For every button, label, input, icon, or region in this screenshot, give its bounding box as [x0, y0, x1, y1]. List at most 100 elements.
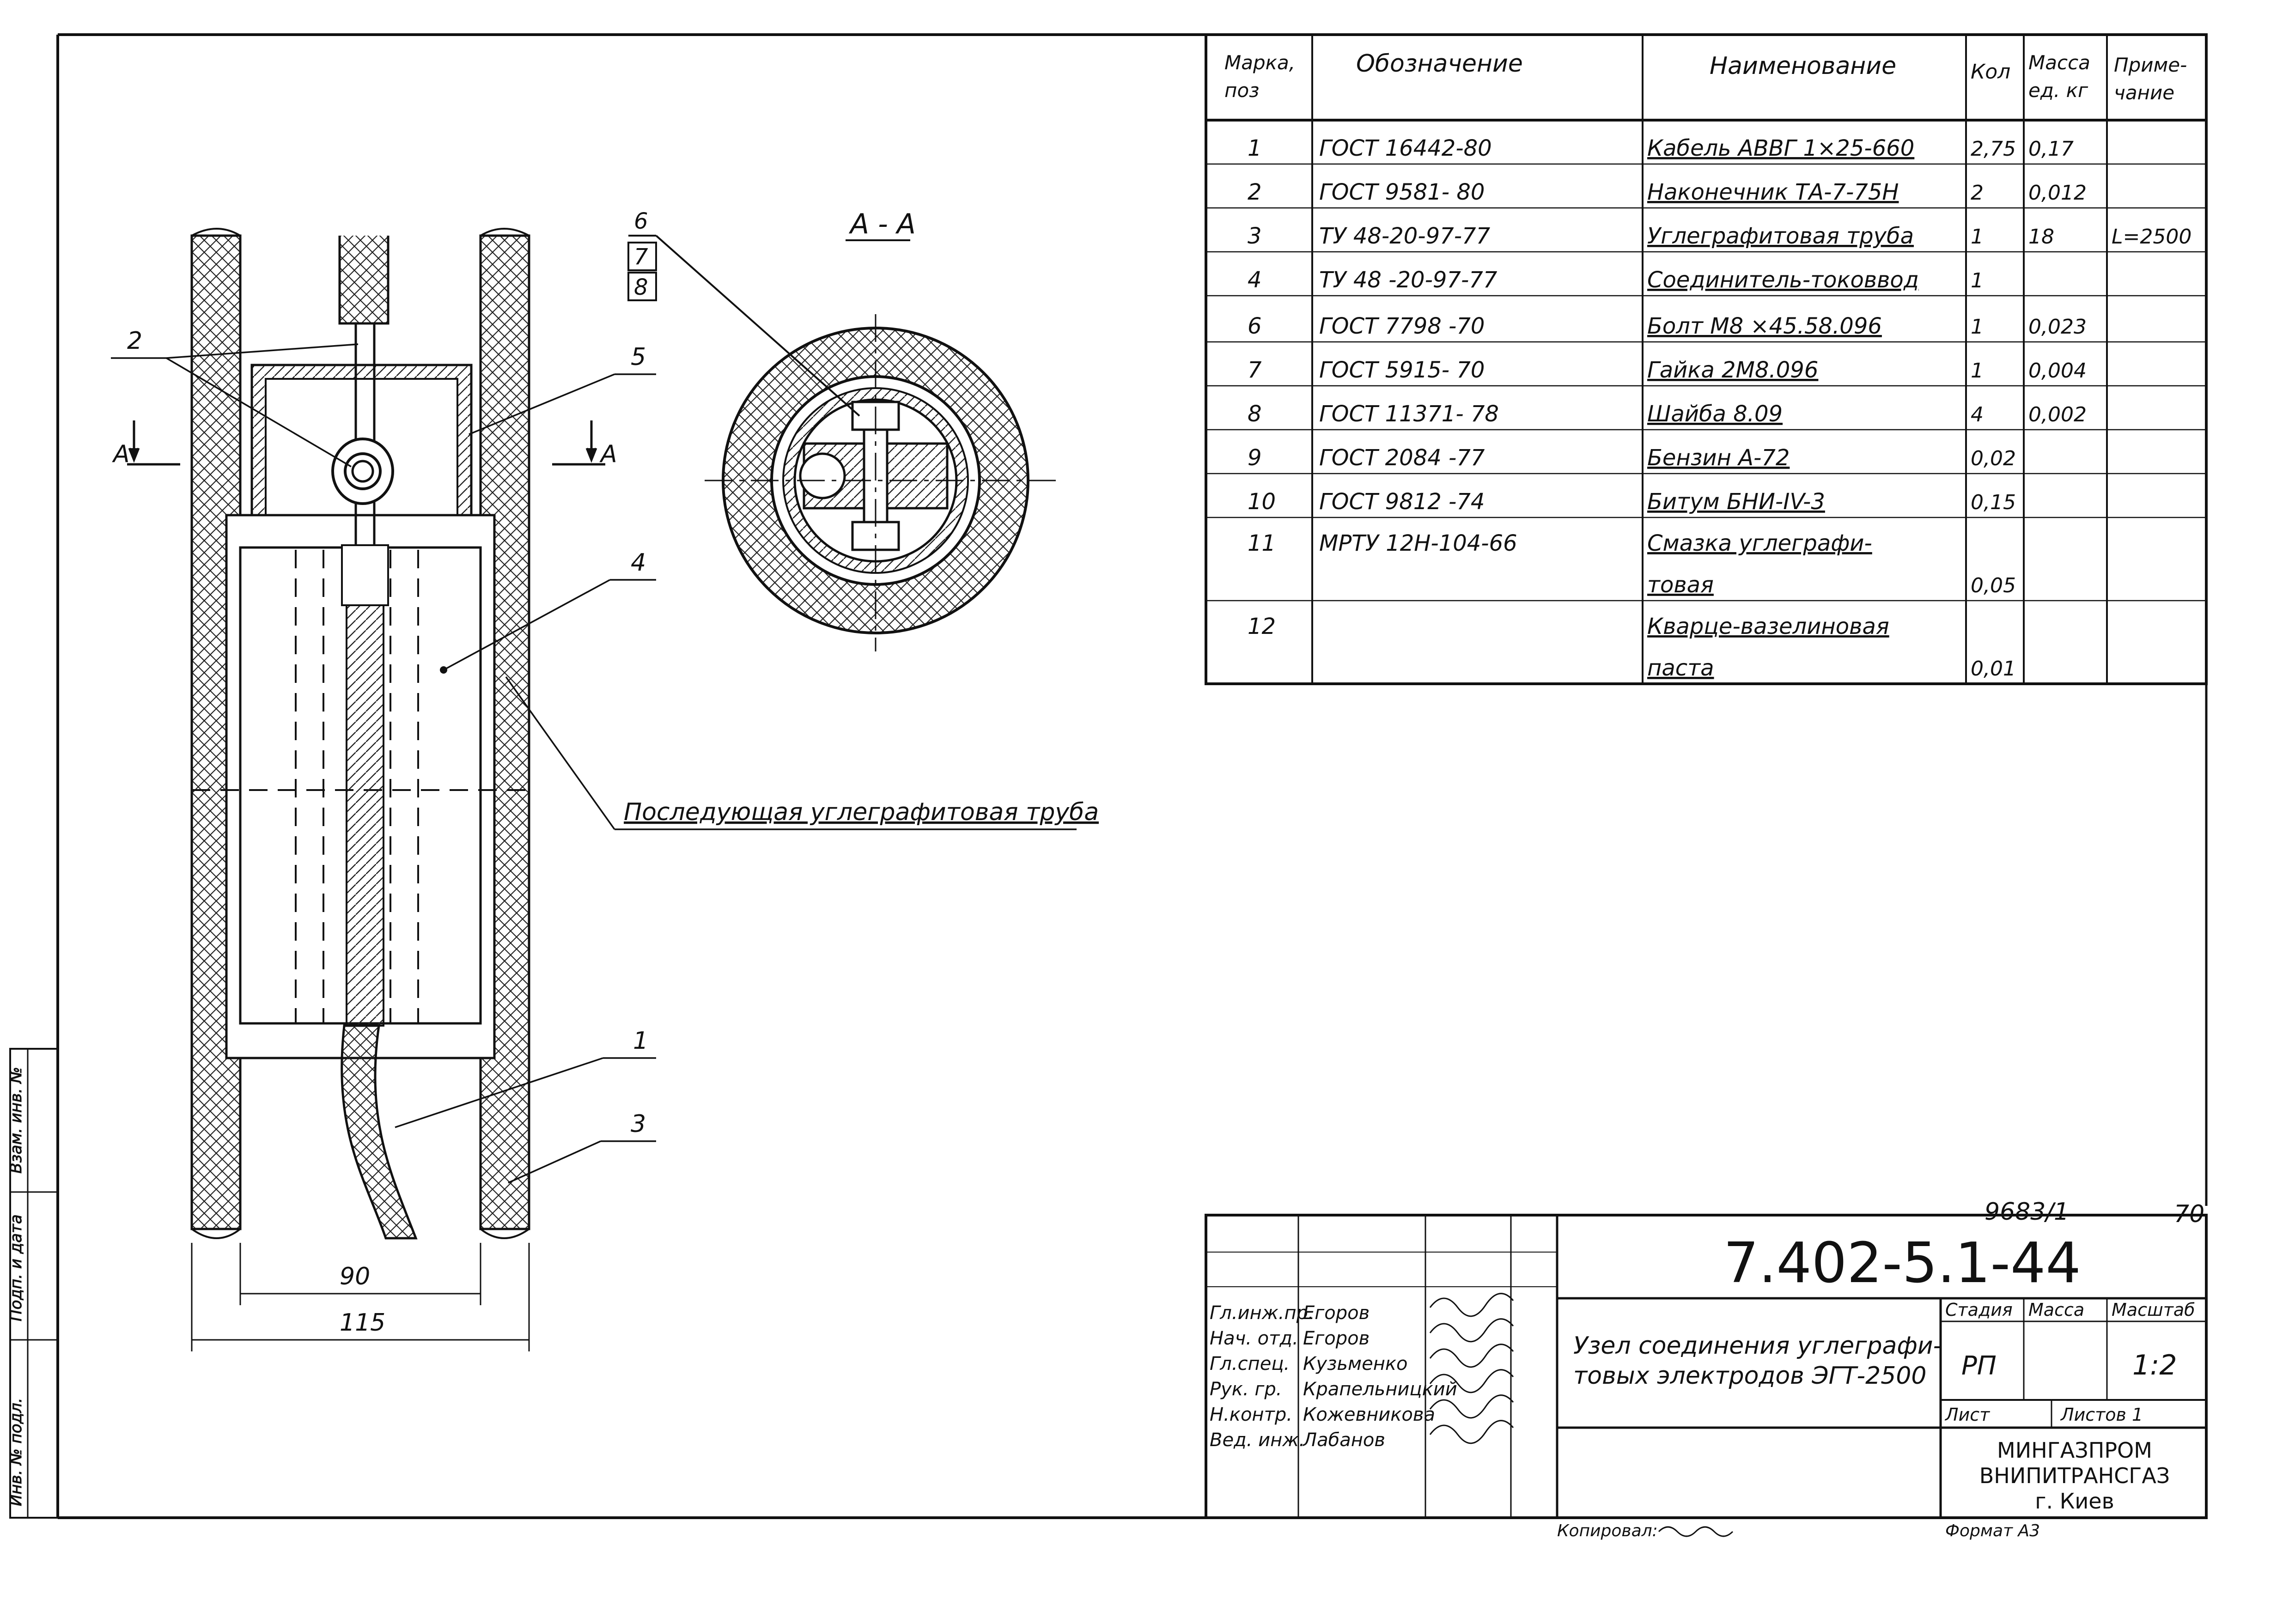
hdr-designation: Обозначение: [1356, 50, 1523, 78]
stamp-replace: Взам. инв. №: [7, 1067, 25, 1174]
spec-pos: 11: [1248, 530, 1276, 556]
dim-inner: 90: [340, 1263, 370, 1290]
hdr-mark-2: поз: [1224, 79, 1260, 102]
spec-pos: 1: [1248, 135, 1262, 161]
spec-pos: 10: [1248, 489, 1276, 515]
title-block-text: 9683/1 70 7.402-5.1-44 Узел соединения у…: [1557, 1198, 2204, 1540]
doc-number: 7.402-5.1-44: [1723, 1231, 2081, 1296]
spec-qty: 0,15: [1971, 491, 2016, 514]
spec-qty: 4: [1971, 403, 1984, 426]
spec-name: Гайка 2М8.096: [1647, 357, 1818, 383]
title-block: [1205, 1214, 2208, 1519]
spec-name: Бензин А-72: [1647, 445, 1790, 471]
org-line-1: МИНГАЗПРОМ: [1997, 1438, 2152, 1463]
stamp-sign-date: Подп. и дата: [7, 1214, 25, 1321]
copied-by: Копировал:: [1557, 1521, 1658, 1540]
spec-mass: 0,002: [2028, 403, 2087, 426]
spec-qty: 1: [1971, 225, 1984, 249]
title-line-2: товых электродов ЭГТ-2500: [1573, 1362, 1927, 1390]
title-line-1: Узел соединения углеграфи-: [1573, 1332, 1942, 1360]
section-title: А - А: [848, 208, 916, 240]
spec-name: Кабель АВВГ 1×25-660: [1647, 135, 1914, 161]
hdr-mass-1: Масса: [2028, 51, 2090, 74]
person-name: Лабанов: [1302, 1429, 1385, 1451]
spec-pos: 7: [1248, 357, 1262, 383]
spec-mass: 0,004: [2028, 359, 2087, 383]
mass-label: Масса: [2028, 1300, 2084, 1320]
spec-mass: 0,012: [2028, 181, 2087, 205]
spec-designation: ГОСТ 11371- 78: [1319, 401, 1499, 427]
person-role: Нач. отд.: [1210, 1328, 1298, 1349]
spec-note: L=2500: [2112, 225, 2192, 249]
spec-qty: 0,01: [1971, 657, 2016, 681]
sheet-ref: 9683/1: [1985, 1198, 2069, 1226]
spec-qty: 2: [1971, 181, 1984, 205]
callout-7: 7: [634, 244, 648, 270]
section-marker-left: А: [112, 440, 130, 468]
callout-4: 4: [631, 549, 646, 577]
spec-designation: ТУ 48-20-97-77: [1319, 223, 1491, 249]
person-role: Рук. гр.: [1210, 1379, 1282, 1400]
hdr-note-2: чание: [2114, 81, 2174, 104]
spec-name: Соединитель-токоввод: [1647, 267, 1919, 293]
format-label: Формат А3: [1945, 1521, 2040, 1540]
spec-designation: ГОСТ 5915- 70: [1319, 357, 1485, 383]
spec-mass: 0,17: [2028, 137, 2074, 161]
person-name: Кузьменко: [1303, 1353, 1407, 1375]
spec-pos: 2: [1248, 179, 1262, 205]
spec-designation: МРТУ 12Н-104-66: [1319, 530, 1517, 556]
person-name: Кожевникова: [1303, 1404, 1435, 1425]
stamp-inv-no: Инв. № подл.: [7, 1398, 25, 1506]
spec-qty: 0,02: [1971, 447, 2016, 470]
section-marker-right: А: [599, 440, 617, 468]
spec-name: Битум БНИ-IV-3: [1647, 489, 1825, 515]
spec-pos: 6: [1248, 313, 1262, 339]
spec-pos: 9: [1248, 445, 1262, 471]
spec-name: Углеграфитовая труба: [1647, 223, 1914, 249]
spec-name: Кварце-вазелиновая: [1647, 614, 1889, 639]
spec-designation: ТУ 48 -20-97-77: [1319, 267, 1498, 293]
spec-mass: 18: [2028, 225, 2054, 249]
spec-designation: ГОСТ 7798 -70: [1319, 313, 1485, 339]
sheets-label: Листов 1: [2060, 1405, 2143, 1425]
hdr-mass-2: ед. кг: [2028, 79, 2088, 102]
scale-value: 1:2: [2132, 1349, 2177, 1381]
callout-1: 1: [633, 1027, 648, 1055]
side-stamp: Взам. инв. № Подп. и дата Инв. № подл.: [7, 1048, 59, 1519]
spec-pos: 12: [1248, 614, 1276, 639]
spec-name: Болт М8 ×45.58.096: [1647, 313, 1882, 339]
person-role: Н.контр.: [1210, 1404, 1292, 1425]
stage-label: Стадия: [1945, 1300, 2013, 1320]
spec-table: [1205, 33, 2208, 685]
spec-designation: ГОСТ 9581- 80: [1319, 179, 1485, 205]
callout-8: 8: [634, 274, 648, 300]
spec-pos: 4: [1248, 267, 1262, 293]
spec-designation: ГОСТ 2084 -77: [1319, 445, 1485, 471]
spec-pos: 3: [1248, 223, 1262, 249]
cross-section-a-a: А - А 6 7 8: [627, 208, 1058, 651]
spec-designation: ГОСТ 16442-80: [1319, 135, 1492, 161]
spec-qty: 0,05: [1971, 574, 2016, 597]
callout-6: 6: [634, 208, 648, 234]
hdr-qty: Кол: [1971, 60, 2010, 84]
spec-qty: 1: [1971, 359, 1984, 383]
stage-value: РП: [1961, 1351, 1997, 1381]
callout-2: 2: [127, 327, 142, 355]
org-line-2: ВНИПИТРАНСГАЗ: [1979, 1463, 2170, 1488]
spec-qty: 2,75: [1971, 137, 2016, 161]
scale-label: Масштаб: [2112, 1300, 2195, 1320]
spec-qty: 1: [1971, 315, 1984, 339]
longitudinal-section: А А 2 5 4 1 3 Последующая углеграфитовая…: [111, 228, 1099, 1351]
callout-5: 5: [631, 343, 646, 371]
hdr-note-1: Приме-: [2114, 54, 2187, 76]
next-pipe-label: Последующая углеграфитовая труба: [624, 798, 1099, 826]
person-name: Егоров: [1303, 1328, 1370, 1349]
person-role: Вед. инж.: [1210, 1429, 1305, 1451]
spec-designation: ГОСТ 9812 -74: [1319, 489, 1485, 515]
spec-name: Наконечник ТА-7-75Н: [1647, 179, 1899, 205]
spec-rows: 1 ГОСТ 16442-80 Кабель АВВГ 1×25-660 2,75 0,…: [1206, 135, 2206, 685]
spec-name: Смазка углеграфи-: [1647, 530, 1872, 556]
spec-name: товая: [1647, 572, 1714, 598]
person-name: Крапельницкий: [1303, 1379, 1457, 1400]
